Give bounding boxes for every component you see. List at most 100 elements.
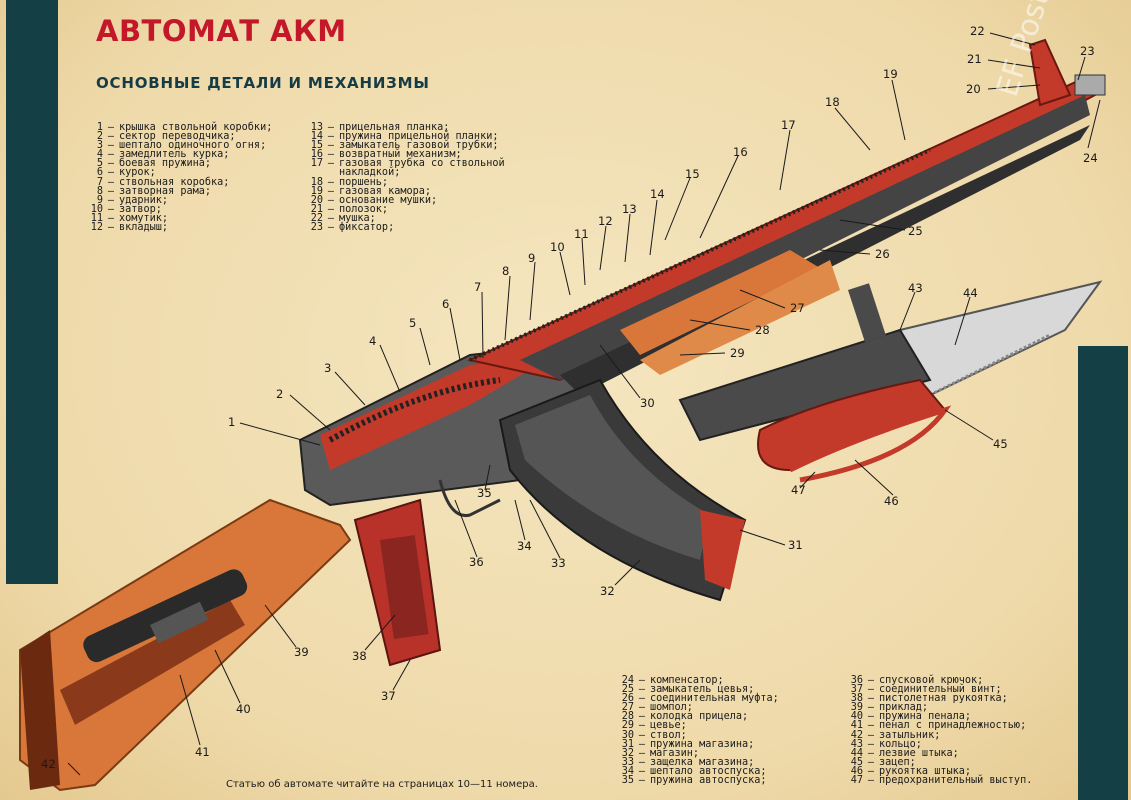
legend-dash: — — [327, 122, 335, 133]
legend-item: 21—полозок; — [305, 203, 505, 215]
legend-dash: — — [327, 222, 335, 234]
legend-part-name: затыльник; — [879, 729, 941, 741]
legend-part-name: пружина пенала; — [879, 711, 972, 723]
legend-part-name: приклад; — [879, 702, 929, 714]
legend-part-name: защелка магазина; — [650, 756, 755, 768]
legend-part-name: кольцо; — [879, 738, 922, 750]
legend-part-name: спусковой крючок; — [879, 675, 984, 686]
legend-item: 11—хомутик; — [85, 212, 272, 224]
left-teal-panel — [6, 0, 58, 584]
callout-13: 13 — [622, 202, 637, 216]
right-teal-panel — [1078, 346, 1128, 800]
legend-number: 32 — [621, 747, 634, 759]
trigger-guard — [438, 479, 501, 518]
legend-part-name: цевье; — [650, 720, 687, 732]
callout-17: 17 — [781, 118, 796, 132]
callout-5: 5 — [409, 316, 416, 330]
legend-dash: — — [867, 756, 875, 768]
legend-part-name: мушка; — [339, 212, 376, 224]
legend-part-name: компенсатор; — [650, 675, 724, 686]
legend-part-name: колодка прицела; — [650, 711, 749, 723]
legend-number: 41 — [850, 720, 863, 732]
callout-45: 45 — [993, 437, 1008, 451]
poster-subtitle: ОСНОВНЫЕ ДЕТАЛИ И МЕХАНИЗМЫ — [96, 74, 430, 92]
poster-title: АВТОМАТ АКМ — [96, 14, 347, 48]
legend-dash: — — [327, 158, 335, 170]
callout-43: 43 — [908, 281, 923, 295]
legend-dash: — — [867, 765, 875, 777]
legend-part-name: шомпол; — [650, 702, 693, 714]
legend-dash: — — [638, 747, 646, 759]
legend-number: 33 — [621, 756, 634, 768]
callout-10: 10 — [550, 240, 565, 254]
legend-part-name: ствол; — [650, 729, 687, 741]
legend-number: 20 — [310, 194, 323, 206]
callout-9: 9 — [528, 251, 535, 265]
legend-part-name: вкладыш; — [119, 222, 169, 234]
legend-item: 8—затворная рама; — [85, 185, 272, 197]
legend-number: 23 — [310, 222, 323, 234]
footer-note: Статью об автомате читайте на страницах … — [226, 779, 538, 790]
callout-21: 21 — [967, 52, 982, 66]
legend-item: 20—основание мушки; — [305, 194, 505, 206]
legend-item: 39 — приклад; — [845, 702, 1032, 714]
legend-dash: — — [867, 775, 875, 787]
legend-dash: — — [867, 693, 875, 705]
legend-part-name: сектор переводчика; — [119, 131, 236, 143]
legend-item: 12—вкладыш; — [85, 222, 272, 234]
legend-part-name: пенал с принадлежностью; — [879, 720, 1027, 732]
legend-dash: — — [107, 122, 115, 133]
legend-part-name: ствольная коробка; — [119, 176, 230, 188]
legend-part-name: газовая камора; — [339, 185, 432, 197]
legend-dash: — — [107, 140, 115, 152]
legend-number: 15 — [310, 140, 323, 152]
legend-item: 4—замедлитель курка; — [85, 149, 272, 161]
legend-dash: — — [327, 176, 335, 188]
legend-item: 15—замыкатель газовой трубки; — [305, 140, 505, 152]
parts-legend-2: 13—прицельная планка;14—пружина прицельн… — [305, 122, 505, 234]
legend-number: 29 — [621, 720, 634, 732]
legend-number: 25 — [621, 684, 634, 696]
legend-part-name: курок; — [119, 167, 156, 179]
legend-item: 46—рукоятка штыка; — [845, 765, 1032, 777]
legend-number: 30 — [621, 729, 634, 741]
legend-dash: — — [867, 702, 875, 714]
front-sight — [1028, 38, 1106, 107]
legend-item: 45—зацеп; — [845, 756, 1032, 768]
callout-22: 22 — [970, 24, 985, 38]
legend-item: 5—боевая пружина; — [85, 159, 272, 169]
legend-dash: — — [107, 149, 115, 161]
legend-item: накладкой; — [305, 167, 505, 179]
legend-dash: — — [107, 131, 115, 143]
legend-item: 32—магазин; — [616, 747, 779, 759]
legend-part-name: прицельная планка; — [339, 122, 450, 133]
legend-dash: — — [638, 738, 646, 750]
legend-number: 14 — [310, 131, 323, 143]
legend-part-name: накладкой; — [339, 167, 401, 179]
legend-number: 43 — [850, 738, 863, 750]
legend-dash: — — [327, 185, 335, 197]
callout-39: 39 — [294, 645, 309, 659]
legend-item: 25—замыкатель цевья; — [616, 684, 779, 696]
callout-32: 32 — [600, 584, 615, 598]
legend-part-name: пистолетная рукоятка; — [879, 693, 1008, 705]
legend-item: 43—кольцо; — [845, 738, 1032, 750]
legend-dash: — — [867, 675, 875, 686]
legend-part-name: шептало автоспуска; — [650, 765, 767, 777]
legend-number: 39 — [850, 702, 863, 714]
legend-number: 4 — [96, 149, 103, 161]
legend-item: 41—пенал с принадлежностью; — [845, 720, 1032, 732]
callout-37: 37 — [381, 689, 396, 703]
legend-dash: — — [638, 775, 646, 787]
legend-item: 33—защелка магазина; — [616, 756, 779, 768]
legend-part-name: полозок; — [339, 203, 389, 215]
callout-12: 12 — [598, 214, 613, 228]
legend-number: 26 — [621, 693, 634, 705]
callout-7: 7 — [474, 280, 481, 294]
legend-number: 28 — [621, 711, 634, 723]
legend-number: 45 — [850, 756, 863, 768]
legend-item: 1—крышка ствольной коробки; — [85, 122, 272, 133]
legend-part-name: хомутик; — [119, 212, 169, 224]
legend-part-name: затворная рама; — [119, 185, 212, 197]
legend-part-name: поршень; — [339, 176, 389, 188]
